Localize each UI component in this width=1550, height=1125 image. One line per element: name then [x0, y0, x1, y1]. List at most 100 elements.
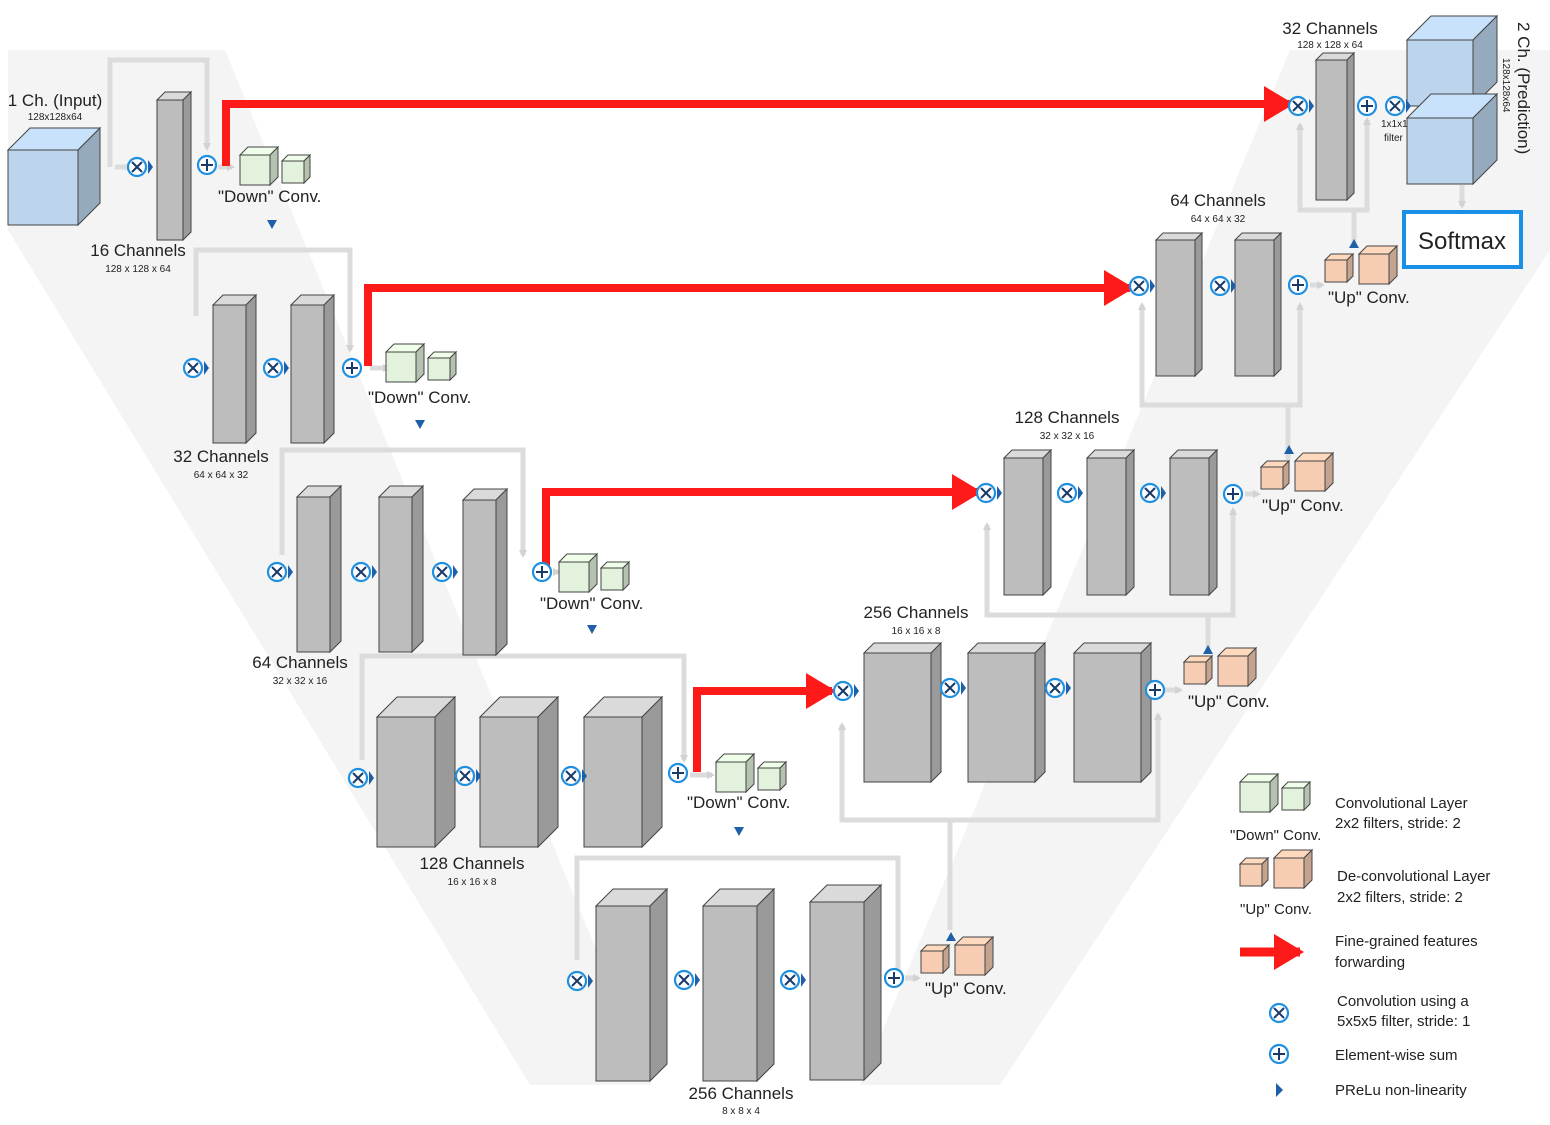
- stage-9-title: 32 Channels: [1282, 19, 1377, 38]
- connector-stage-6-sum: [950, 712, 1162, 823]
- legend-conv-line2: 2x2 filters, stride: 2: [1335, 815, 1461, 832]
- softmax-box: [1402, 210, 1523, 269]
- connector-stage-8-sum: [1288, 302, 1304, 408]
- up-conv-2-small: [1182, 654, 1214, 686]
- stage-1-dims: 128 x 128 x 64: [105, 264, 171, 275]
- legend-up-icon-large: [1272, 848, 1314, 890]
- up-conv-label-2: "Up" Conv.: [1188, 692, 1270, 711]
- conv-symbol-18: [1139, 482, 1166, 504]
- connector-stage-7-sum: [1208, 507, 1237, 618]
- sum-symbol-7: [1222, 483, 1244, 505]
- conv-symbol-16: [975, 482, 1002, 504]
- prelu-up-marker-4: [1349, 239, 1359, 248]
- sum-symbol-8: [1287, 274, 1309, 296]
- legend-prelu: PReLu non-linearity: [1335, 1082, 1467, 1099]
- output-filter-label: 1x1x1: [1381, 119, 1408, 130]
- stage-3-block-3: [461, 487, 509, 657]
- conv-symbol-9: [560, 765, 587, 787]
- down-conv-2-small: [426, 350, 458, 382]
- conv-symbol-1: [126, 156, 153, 178]
- stage-7-dims: 32 x 32 x 16: [1040, 431, 1095, 442]
- stage-4-block-2: [478, 695, 560, 849]
- legend-down-icon-small: [1280, 780, 1312, 812]
- input-dims: 128x128x64: [28, 112, 83, 123]
- connector-up-2: [983, 522, 1211, 652]
- up-conv-4-small: [1323, 252, 1355, 284]
- sum-symbol-9: [1356, 95, 1378, 117]
- down-conv-1-small: [280, 153, 312, 185]
- stage-2-block-1: [211, 293, 258, 445]
- down-conv-label-2: "Down" Conv.: [368, 388, 471, 407]
- conv-symbol-2: [182, 357, 209, 379]
- stage-2-block-2: [289, 293, 336, 445]
- stage-3-dims: 32 x 32 x 16: [273, 676, 328, 687]
- stage-4-dims: 16 x 16 x 8: [448, 877, 497, 888]
- stage-3-title: 64 Channels: [252, 653, 347, 672]
- down-conv-label-4: "Down" Conv.: [687, 793, 790, 812]
- conv-symbol-15: [1044, 677, 1071, 699]
- connector-stage-4: [359, 653, 688, 763]
- connector-up-3: [1138, 302, 1291, 460]
- conv-symbol-4: [266, 561, 293, 583]
- output-volume-2: [1405, 92, 1499, 186]
- down-conv-label-3: "Down" Conv.: [540, 594, 643, 613]
- conv-symbol-7: [347, 767, 374, 789]
- input-volume: [6, 126, 102, 227]
- legend-deconv-line2: 2x2 filters, stride: 2: [1337, 889, 1463, 906]
- sum-symbol-5: [883, 967, 905, 989]
- sum-symbol-3: [531, 561, 553, 583]
- legend-sum: Element-wise sum: [1335, 1047, 1458, 1064]
- down-conv-3-large: [557, 552, 599, 594]
- down-conv-4-small: [756, 760, 788, 792]
- down-conv-2-large: [384, 342, 426, 384]
- up-conv-label-4: "Up" Conv.: [1328, 288, 1410, 307]
- conv-symbol-6: [431, 561, 458, 583]
- stage-3-block-1: [295, 484, 343, 654]
- softmax-label: Softmax: [1418, 228, 1506, 255]
- forward-arrow-4: [693, 673, 836, 772]
- legend-conv-line1: Convolutional Layer: [1335, 795, 1468, 812]
- stage-7-block-1: [1002, 448, 1053, 597]
- stage-8-block-1: [1154, 231, 1204, 378]
- sum-symbol-2: [341, 357, 363, 379]
- connector-stage-1: [107, 57, 211, 167]
- sum-symbol-1: [196, 154, 218, 176]
- up-conv-label-1: "Up" Conv.: [925, 979, 1007, 998]
- conv-symbol-13: [832, 680, 859, 702]
- conv-symbol-17: [1056, 482, 1083, 504]
- legend-conv5-line1: Convolution using a: [1337, 993, 1469, 1010]
- stage-8-block-2: [1233, 231, 1283, 378]
- conv-symbol-3: [262, 357, 289, 379]
- output-filter-label-2: filter: [1384, 133, 1404, 144]
- stage-6-dims: 16 x 16 x 8: [892, 626, 941, 637]
- operation-symbols: [126, 95, 1411, 1097]
- stage-8-title: 64 Channels: [1170, 191, 1265, 210]
- up-conv-3-large: [1293, 451, 1335, 493]
- stage-6-title: 256 Channels: [864, 603, 969, 622]
- stage-4-block-1: [375, 695, 457, 849]
- up-conv-2-large: [1216, 646, 1258, 688]
- stage-7-title: 128 Channels: [1015, 408, 1120, 427]
- forward-arrow-2: [364, 270, 1134, 366]
- legend-up-label: "Up" Conv.: [1240, 901, 1312, 918]
- connector-stage-5: [574, 855, 902, 978]
- stage-7-block-3: [1168, 448, 1219, 597]
- connector-stage-9-sum: [1354, 117, 1371, 213]
- up-conv-label-3: "Up" Conv.: [1262, 496, 1344, 515]
- connector-stage-3: [279, 447, 527, 558]
- legend-up-icon-small: [1238, 856, 1270, 888]
- output-title: 2 Ch. (Prediction): [1514, 22, 1533, 154]
- conv-symbol-12: [779, 969, 806, 991]
- conv-symbol-14: [939, 677, 966, 699]
- prelu-up-marker-3: [1284, 445, 1294, 454]
- legend-prelu-symbol: [1276, 1083, 1283, 1097]
- stage-1-title: 16 Channels: [90, 241, 185, 260]
- sum-symbol-6: [1144, 679, 1166, 701]
- connector-lines: [107, 57, 1466, 982]
- conv-symbol-22: [1384, 95, 1411, 117]
- down-conv-4-large: [714, 752, 756, 794]
- prelu-up-marker-1: [946, 932, 956, 941]
- stage-5-title: 256 Channels: [689, 1084, 794, 1103]
- stage-8-dims: 64 x 64 x 32: [1191, 214, 1246, 225]
- conv-symbol-21: [1287, 95, 1314, 117]
